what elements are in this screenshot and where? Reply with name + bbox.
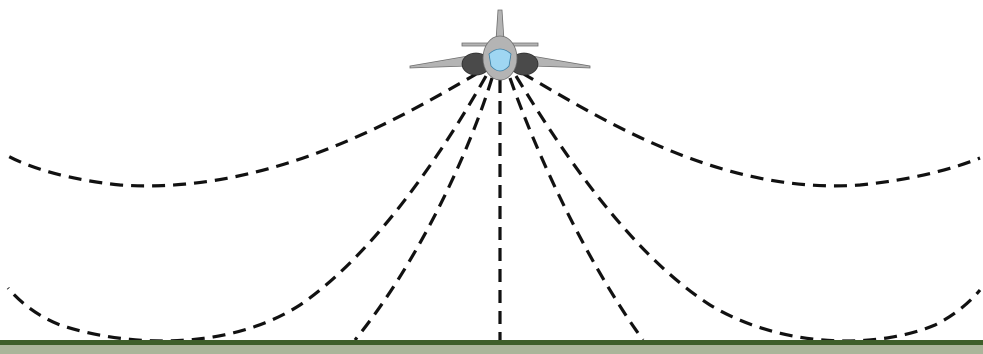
ground-shadow — [0, 344, 983, 354]
canopy — [489, 49, 511, 71]
ground — [0, 340, 983, 354]
ground-line — [0, 340, 983, 345]
